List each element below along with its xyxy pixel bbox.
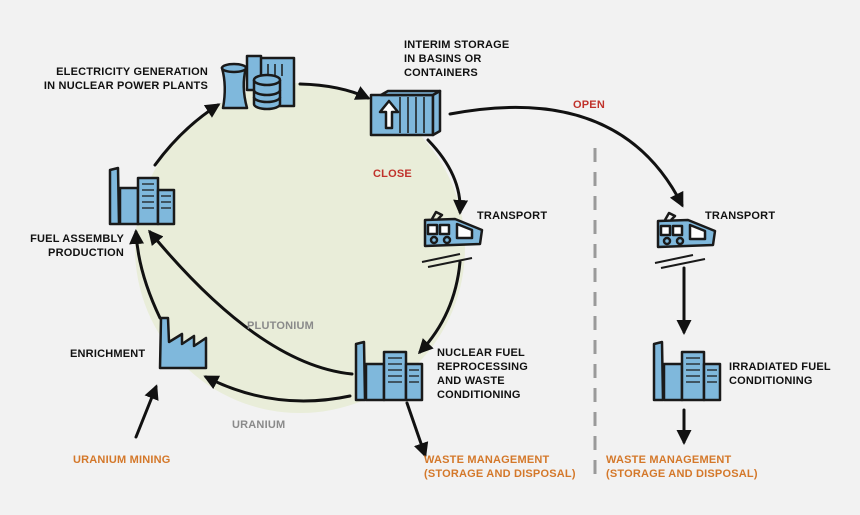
label-waste-management-closed: WASTE MANAGEMENT (STORAGE AND DISPOSAL) — [424, 454, 576, 480]
label-reprocessing: NUCLEAR FUEL REPROCESSING AND WASTE COND… — [437, 347, 529, 401]
label-transport-closed: TRANSPORT — [477, 210, 548, 222]
label-open-cycle: OPEN — [573, 99, 605, 111]
arrow-mining-to-enrichment — [134, 384, 159, 439]
train-icon — [654, 211, 717, 269]
arrow-transport-to-reprocessing — [417, 260, 462, 355]
label-uranium-mining: URANIUM MINING — [73, 454, 171, 466]
label-fuel-assembly: FUEL ASSEMBLY PRODUCTION — [30, 233, 124, 259]
arrow-storage-to-open-transport — [448, 105, 684, 208]
arrow-plant-to-storage — [298, 82, 371, 100]
factory-icon — [354, 340, 424, 402]
storage-container-icon — [369, 89, 442, 137]
factory-icon — [108, 166, 176, 226]
label-plutonium: PLUTONIUM — [247, 320, 314, 332]
label-waste-management-open: WASTE MANAGEMENT (STORAGE AND DISPOSAL) — [606, 454, 758, 480]
label-electricity-generation: ELECTRICITY GENERATION IN NUCLEAR POWER … — [43, 66, 208, 92]
label-transport-open: TRANSPORT — [705, 210, 776, 222]
arrow-storage-to-transport — [426, 138, 469, 215]
closed-cycle-area — [135, 83, 465, 413]
label-irradiated-fuel: IRRADIATED FUEL CONDITIONING — [729, 361, 831, 387]
label-closed-cycle: CLOSE — [373, 168, 412, 180]
label-interim-storage: INTERIM STORAGE IN BASINS OR CONTAINERS — [404, 39, 510, 79]
label-enrichment: ENRICHMENT — [70, 348, 146, 360]
arrow-plutonium — [148, 229, 354, 376]
arrow-fuel-to-plant — [153, 103, 221, 167]
arrow-uranium — [203, 375, 352, 403]
power-plant-icon — [220, 54, 296, 111]
train-icon — [421, 210, 484, 268]
factory-icon — [652, 340, 722, 402]
enrichment-plant-icon — [158, 316, 208, 370]
label-uranium: URANIUM — [232, 419, 286, 431]
arrow-reprocessing-to-waste — [405, 401, 429, 458]
arrow-enrichment-to-fuel — [129, 229, 162, 320]
